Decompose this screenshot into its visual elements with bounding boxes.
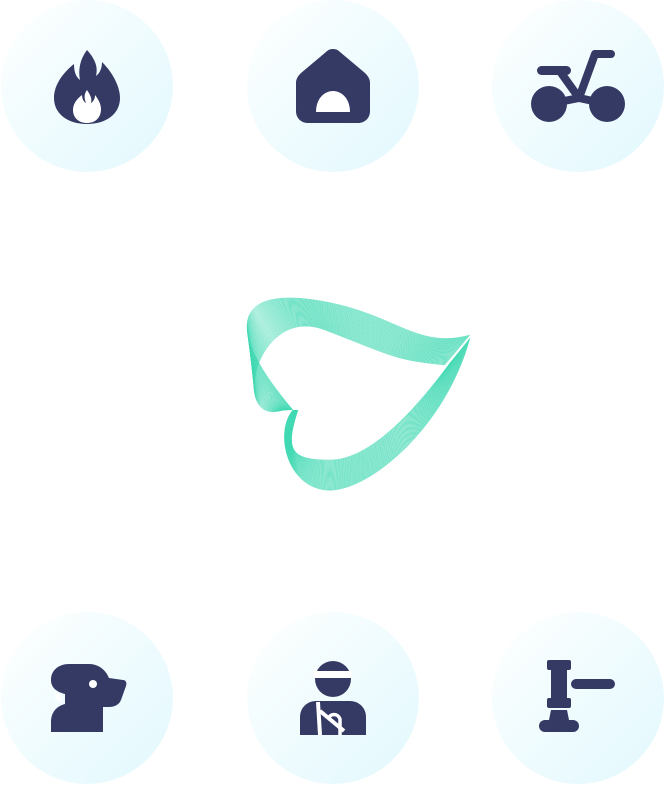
fire-insurance-circle[interactable] [1,0,173,172]
center-line-art: Insight [215,280,485,505]
home-icon [296,49,370,123]
dog-icon [51,664,127,732]
accident-insurance-circle[interactable] [247,612,419,784]
legal-insurance-circle[interactable] [492,612,664,784]
watermark-text: Insight [310,368,390,393]
bicycle-icon [531,50,625,122]
pet-insurance-circle[interactable] [1,612,173,784]
bicycle-insurance-circle[interactable] [492,0,664,172]
gavel-icon [539,660,615,732]
fire-icon [54,50,120,124]
home-insurance-circle[interactable] [247,0,419,172]
injured-person-icon [300,661,366,736]
